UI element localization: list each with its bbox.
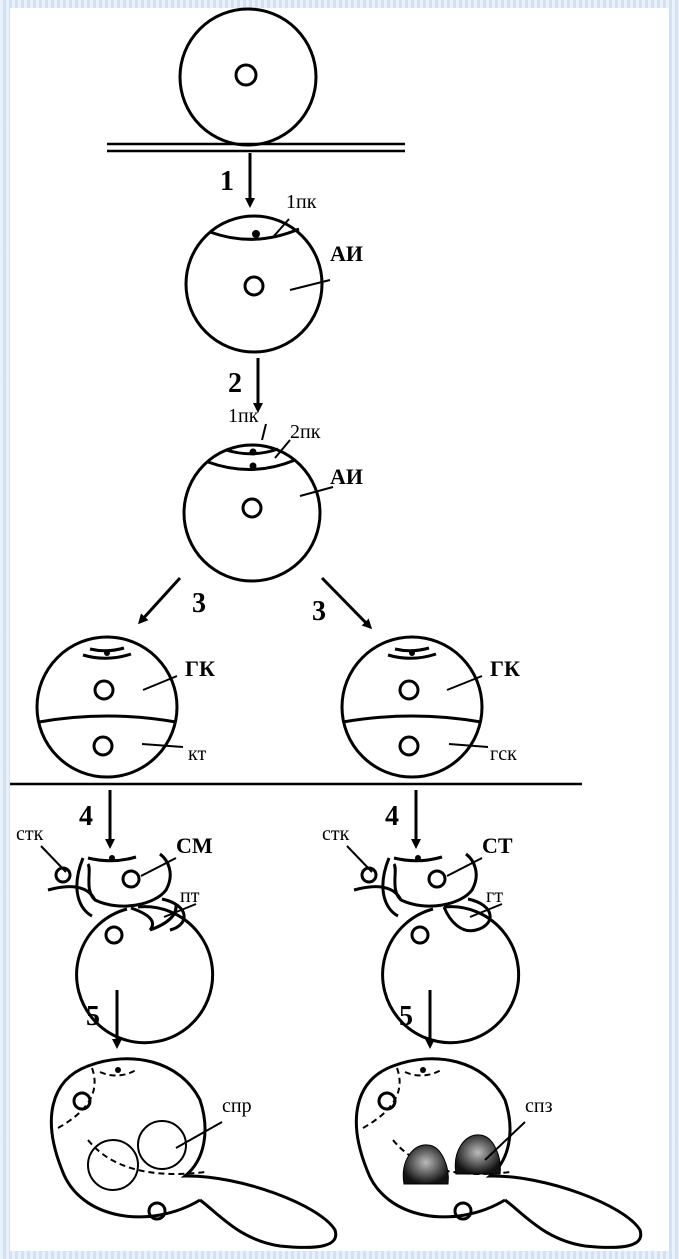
cell-stage-5-right xyxy=(354,1057,643,1249)
step-2-number: 2 xyxy=(228,368,242,399)
step-4-right-number: 4 xyxy=(385,801,399,832)
step-3-right-number: 3 xyxy=(312,596,326,627)
step-4-left-number: 4 xyxy=(79,801,93,832)
label-1pk-b: 1пк xyxy=(228,405,259,427)
label-stk-right: стк xyxy=(322,823,350,845)
label-stk-left: стк xyxy=(16,823,44,845)
cell-stage-4-right xyxy=(346,845,521,1045)
cell-stage-1 xyxy=(184,214,331,354)
label-spz: спз xyxy=(525,1095,553,1117)
label-ai-a: АИ xyxy=(330,241,363,266)
step-5-right-number: 5 xyxy=(399,1001,413,1032)
label-gk-left: ГК xyxy=(185,656,215,681)
label-1pk-a: 1пк xyxy=(286,191,317,213)
cell-stage-5-left xyxy=(49,1057,338,1249)
arrow-step-3-left xyxy=(137,576,182,625)
label-spr: спр xyxy=(222,1095,252,1117)
cell-stage-3-right xyxy=(340,635,489,779)
label-gt: гт xyxy=(486,885,503,907)
step-1-number: 1 xyxy=(220,166,234,197)
step-3-left-number: 3 xyxy=(192,588,206,619)
cell-stage-2 xyxy=(182,423,334,583)
label-2pk-b: 2пк xyxy=(290,421,321,443)
cell-stage-4-left xyxy=(40,845,215,1045)
label-gsk: гск xyxy=(490,743,517,765)
label-gk-right: ГК xyxy=(490,656,520,681)
label-ai-b: АИ xyxy=(330,464,363,489)
step-5-left-number: 5 xyxy=(86,1001,100,1032)
initial-cell xyxy=(178,7,318,147)
arrow-step-3-right xyxy=(320,576,373,630)
label-st: СТ xyxy=(482,833,513,858)
label-kt: кт xyxy=(188,743,206,765)
label-sm: СМ xyxy=(176,833,213,858)
label-pt: пт xyxy=(180,885,200,907)
cell-stage-3-left xyxy=(35,635,184,779)
division-line-double xyxy=(107,142,405,153)
